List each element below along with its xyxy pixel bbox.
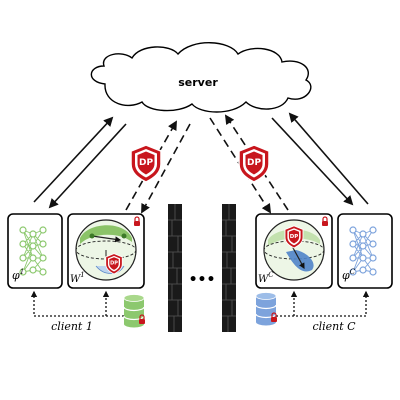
database-icon <box>255 292 278 326</box>
client-1-model-box: φ1 <box>7 213 63 289</box>
dp-shield-icon: DP <box>238 144 270 183</box>
ellipsis-separator: ••• <box>189 272 216 288</box>
client-c-weights-box: DP WC <box>255 213 333 289</box>
client-1-label: client 1 <box>51 320 93 333</box>
client-c-dotted-links <box>276 290 370 317</box>
dp-label: DP <box>139 158 153 168</box>
arrow-model-down-right <box>271 117 354 206</box>
dp-label: DP <box>290 234 298 240</box>
arrow-weights-down-left <box>141 123 191 214</box>
client-1-dotted-links <box>30 290 128 317</box>
dp-shield-icon: DP <box>105 253 123 275</box>
client-1-weights-label: W1 <box>70 271 85 285</box>
client-1-model-label: φ1 <box>12 268 24 282</box>
client-c-label: client C <box>312 320 356 333</box>
server-label: server <box>178 76 218 89</box>
arrow-weights-up-left <box>125 120 177 211</box>
arrow-model-up-right <box>288 112 369 205</box>
dp-label: DP <box>247 158 261 168</box>
sphere-icon <box>75 219 137 281</box>
dp-shield-icon: DP <box>284 225 304 249</box>
communication-arrows <box>33 112 369 214</box>
dp-shield-icon: DP <box>130 144 162 183</box>
neural-network-icon <box>349 226 377 276</box>
client-c-weights-label: WC <box>258 271 274 285</box>
client-c-model-label: φC <box>342 268 356 282</box>
database-icon <box>123 294 146 328</box>
arrow-model-down-left <box>48 123 127 209</box>
privacy-wall-right <box>222 204 236 332</box>
client-c-model-box: φC <box>337 213 393 289</box>
dp-label: DP <box>110 261 118 267</box>
server-cloud: server <box>90 42 312 113</box>
neural-network-icon <box>19 226 47 276</box>
client-1-weights-box: DP W1 <box>67 213 145 289</box>
arrow-model-up-left <box>33 116 114 203</box>
privacy-wall-left <box>168 204 182 332</box>
